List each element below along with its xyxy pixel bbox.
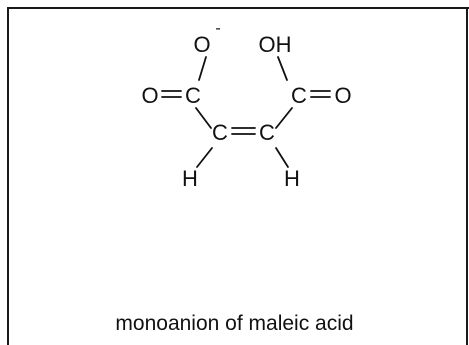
bond-carboxyl-c-to-alkene-c-left [195,107,212,129]
bond-c-h-left [196,147,213,168]
atom-o-double-right: O [334,83,351,108]
atom-o-carboxylate: O [193,32,210,57]
atom-h-right: H [284,166,300,191]
atom-c-alkene-right: C [259,120,275,145]
negative-charge-sign: - [215,20,220,37]
atom-c-carboxyl-right: C [291,83,307,108]
frame-top-border [7,7,469,9]
bond-c-o-minus [198,56,207,81]
bond-carboxyl-c-to-alkene-c-right [275,107,293,129]
frame-right-border [466,7,468,345]
frame-left-border [7,7,9,345]
bond-c-oh [277,56,288,81]
figure-caption: monoanion of maleic acid [115,312,354,335]
atom-c-alkene-left: C [212,120,228,145]
atom-h-left: H [182,166,198,191]
atom-o-double-left: O [141,83,158,108]
atom-c-carboxyl-left: C [185,83,201,108]
atom-oh-carboxyl: OH [259,32,292,57]
bond-c-h-right [275,147,289,168]
